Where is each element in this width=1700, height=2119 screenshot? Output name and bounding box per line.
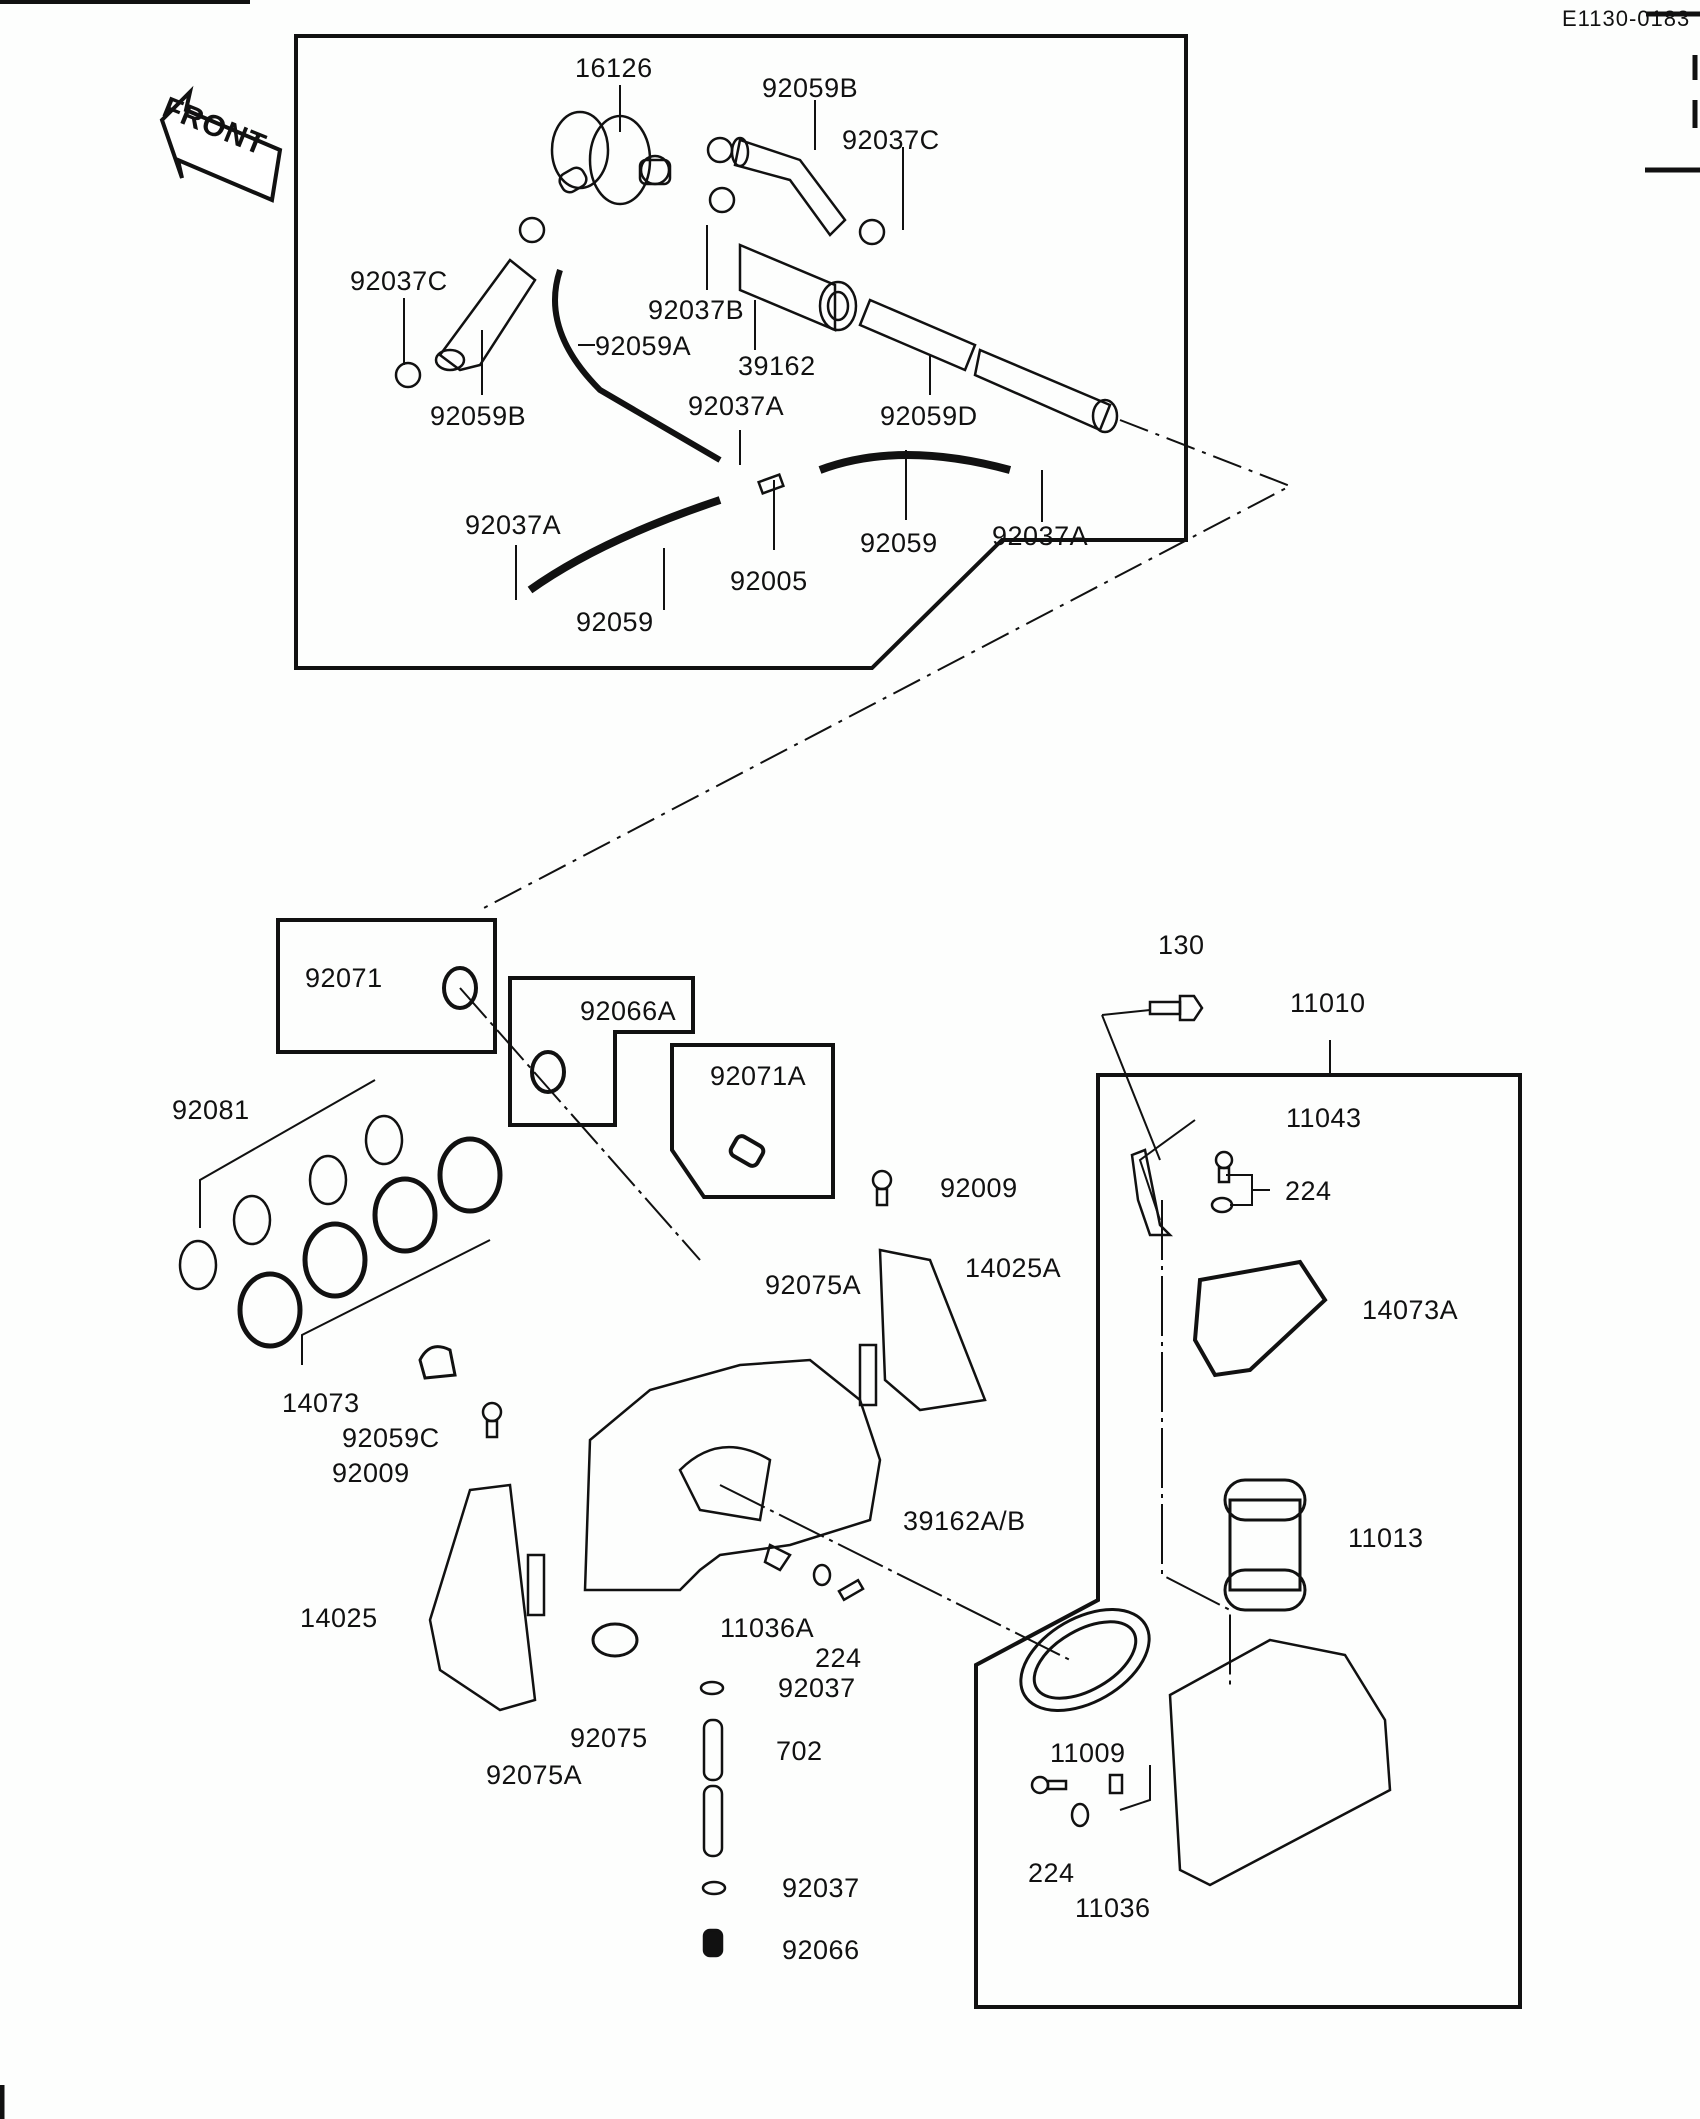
hose-92059-left-icon: [527, 496, 722, 594]
screw-224-icon: [1210, 1150, 1234, 1214]
callout-130: 130: [1158, 930, 1205, 960]
grommet-92075-icon: [591, 1622, 639, 1658]
callout-92066A: 92066A: [580, 996, 677, 1026]
callout-92059C: 92059C: [342, 1423, 440, 1453]
callout-224: 224: [815, 1643, 862, 1673]
hose-92059-right-icon: [818, 451, 1012, 474]
leader-130: [1101, 1009, 1161, 1161]
leader-14073: [301, 1239, 491, 1365]
screws-92009-icon: [481, 1169, 893, 1439]
frame-92066A: [508, 976, 695, 1127]
leader-11043: [1138, 1119, 1196, 1221]
callout-92059B: 92059B: [762, 73, 859, 103]
callout-39162: 39162: [738, 351, 816, 381]
gasket-11009-icon: [1019, 1608, 1151, 1712]
callout-92037A: 92037A: [465, 510, 562, 540]
callout-92059: 92059: [576, 607, 654, 637]
callout-92075A: 92075A: [765, 1270, 862, 1300]
valve-16126-icon: [550, 110, 672, 206]
clip-11036-icon: [1108, 1773, 1124, 1795]
element-11013-icon: [1223, 1478, 1307, 1612]
pad-92075A-icon: [858, 1343, 878, 1407]
frame-92071: [276, 918, 497, 1054]
front-arrow-icon: [159, 85, 283, 203]
leader-224-right: [1226, 1174, 1270, 1206]
callout-92059: 92059: [860, 528, 938, 558]
leader-lines-top: [403, 85, 1043, 610]
callout-92037: 92037: [778, 1673, 856, 1703]
fitting-92005-icon: [757, 472, 785, 496]
upper-group-frame: [294, 34, 1188, 670]
bracket-14025A-icon: [878, 1248, 987, 1412]
pad-92075A-lower-icon: [526, 1553, 546, 1617]
holder-14073A-icon: [1192, 1259, 1328, 1378]
callout-92037C: 92037C: [350, 266, 448, 296]
drain-parts-icon: [699, 1680, 727, 1958]
callout-92075: 92075: [570, 1723, 648, 1753]
hose-92059A-icon: [552, 269, 722, 463]
callout-92009: 92009: [332, 1458, 410, 1488]
callout-14025: 14025: [300, 1603, 378, 1633]
callout-92059A: 92059A: [595, 331, 692, 361]
housing-lower-icon: [1168, 1638, 1392, 1887]
hose-92059D-icon: [858, 298, 1119, 434]
callout-92009: 92009: [940, 1173, 1018, 1203]
bracket-14025-icon: [428, 1483, 537, 1712]
callout-92037A: 92037A: [992, 521, 1089, 551]
frame-11010: [974, 1073, 1522, 2009]
callout-702: 702: [776, 1736, 823, 1766]
callout-92005: 92005: [730, 566, 808, 596]
callout-92066: 92066: [782, 1935, 860, 1965]
callout-11036A: 11036A: [720, 1613, 815, 1643]
holders-14073-icon: [237, 1136, 503, 1349]
bracket-11043-icon: [1130, 1148, 1174, 1237]
callout-14073: 14073: [282, 1388, 360, 1418]
frame-92071A: [670, 1043, 835, 1199]
diagram-code: E1130-0183: [1562, 6, 1691, 31]
callout-39162AB: 39162A/B: [903, 1506, 1026, 1536]
callout-224: 224: [1285, 1176, 1332, 1206]
callout-92059B: 92059B: [430, 401, 527, 431]
callout-11013: 11013: [1348, 1523, 1424, 1553]
clip-11036A-icon: [763, 1543, 865, 1602]
callout-92081: 92081: [172, 1095, 250, 1125]
callout-92037C: 92037C: [842, 125, 940, 155]
connection-line: [459, 987, 701, 1261]
air-cleaner-case-39162AB-icon: [583, 1358, 882, 1592]
callout-11043: 11043: [1286, 1103, 1362, 1133]
bolt-130-icon: [1148, 994, 1204, 1022]
callout-92037A: 92037A: [688, 391, 785, 421]
elbow-92059C-icon: [418, 1345, 457, 1380]
clamps-icon: [394, 136, 886, 389]
callout-92075A: 92075A: [486, 1760, 583, 1790]
callout-14073A: 14073A: [1362, 1295, 1459, 1325]
hose-92059B-left-icon: [434, 258, 537, 372]
callout-11010: 11010: [1290, 988, 1366, 1018]
callout-92059D: 92059D: [880, 401, 978, 431]
callout-92071A: 92071A: [710, 1061, 807, 1091]
o-rings-92081-icon: [178, 1114, 404, 1291]
connection-line: [1161, 1200, 1231, 1690]
callout-224: 224: [1028, 1858, 1075, 1888]
callout-14025A: 14025A: [965, 1253, 1062, 1283]
callout-92071: 92071: [305, 963, 383, 993]
callout-92037: 92037: [782, 1873, 860, 1903]
callout-11009: 11009: [1050, 1738, 1126, 1768]
filter-39162-icon: [738, 243, 858, 332]
hose-92059B-top-icon: [730, 136, 847, 237]
bolt-224-bottom-icon: [1030, 1775, 1090, 1828]
grommets-icon: [442, 966, 766, 1168]
leader-92081: [199, 1079, 376, 1228]
callout-92037B: 92037B: [648, 295, 745, 325]
callout-16126: 16126: [575, 53, 653, 83]
connection-line: [479, 419, 1293, 911]
leader-11036: [1119, 1765, 1151, 1811]
callout-11036: 11036: [1075, 1893, 1151, 1923]
